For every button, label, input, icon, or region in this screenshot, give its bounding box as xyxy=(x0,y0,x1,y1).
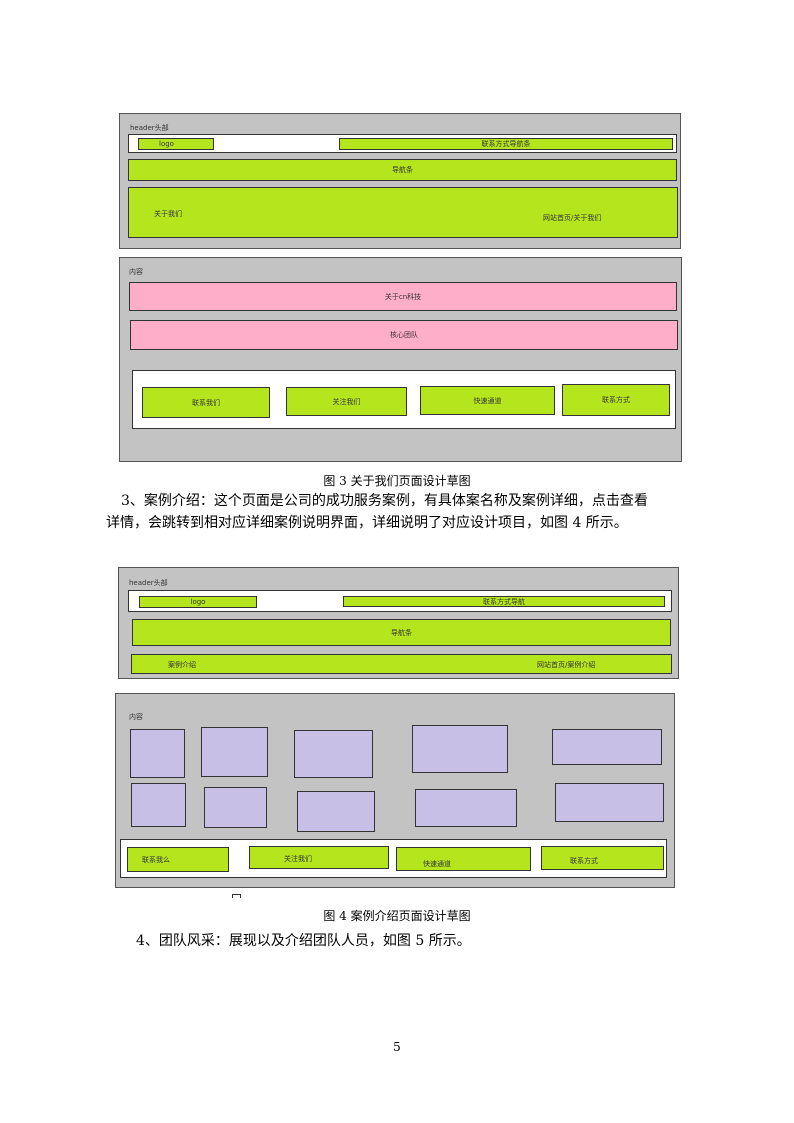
case-thumbnail[interactable] xyxy=(412,725,508,773)
case-thumbnail[interactable] xyxy=(294,730,373,778)
fig3-navbar: 导航条 xyxy=(128,159,677,181)
fig3-banner-left: 关于我们 xyxy=(154,210,182,218)
fig4-footer-item: 快速通道 xyxy=(396,847,531,871)
fig3-contact-nav: 联系方式导航条 xyxy=(339,138,673,150)
fig4-footer-item-label: 联系我么 xyxy=(142,856,170,864)
case-thumbnail[interactable] xyxy=(415,789,517,827)
fig3-footer-item: 联系我们 xyxy=(142,387,270,418)
fig4-caption: 图 4 案例介绍页面设计草图 xyxy=(323,909,471,923)
fig3-footer-item-label: 关注我们 xyxy=(332,397,361,406)
fig3-caption: 图 3 关于我们页面设计草图 xyxy=(323,474,471,488)
fig4-contact-nav: 联系方式导航 xyxy=(343,596,665,607)
fig3-navbar-label: 导航条 xyxy=(392,166,413,174)
fig4-header-label: header头部 xyxy=(129,579,168,587)
fig4-footer-item-label: 快速通道 xyxy=(423,860,451,868)
fig4-navbar-label: 导航条 xyxy=(391,628,412,637)
fig4-footer-item: 联系方式 xyxy=(541,846,664,870)
fig4-logo-label: logo xyxy=(190,598,206,606)
fig3-footer-item-label: 联系方式 xyxy=(602,396,630,404)
fig3-header-label: header头部 xyxy=(130,124,169,132)
case-thumbnail[interactable] xyxy=(555,783,664,822)
fig3-footer-item: 联系方式 xyxy=(562,384,670,416)
case-thumbnail[interactable] xyxy=(204,787,267,828)
fig4-navbar: 导航条 xyxy=(132,619,671,646)
fig3-core-team-label: 核心团队 xyxy=(390,331,418,339)
paragraph-4-line-1: 4、团队风采：展现以及介绍团队人员，如图 5 所示。 xyxy=(136,933,471,949)
fig3-footer-item: 关注我们 xyxy=(286,387,407,416)
fig3-footer-item-label: 快速通道 xyxy=(473,396,502,405)
stray-mark xyxy=(232,894,241,898)
fig3-core-team: 核心团队 xyxy=(130,320,678,350)
fig4-banner-left: 案例介绍 xyxy=(168,661,196,669)
paragraph-3-line-2: 详情，会跳转到相对应详细案例说明界面，详细说明了对应设计项目，如图 4 所示。 xyxy=(106,515,628,531)
page-number: 5 xyxy=(393,1040,401,1054)
fig3-logo-label: logo xyxy=(159,140,174,148)
fig4-logo-box: logo xyxy=(139,596,257,608)
paragraph-3-line-1: 3、案例介绍：这个页面是公司的成功服务案例，有具体案名称及案例详细，点击查看 xyxy=(121,493,648,509)
fig4-footer-item: 联系我么 xyxy=(127,847,229,872)
case-thumbnail[interactable] xyxy=(201,727,268,777)
fig4-footer-item-label: 关注我们 xyxy=(284,855,312,863)
fig4-footer-item: 关注我们 xyxy=(249,846,389,869)
case-thumbnail[interactable] xyxy=(297,791,375,832)
fig3-about-company-label: 关于cn科技 xyxy=(384,292,422,301)
fig3-banner: 关于我们 网站首页/关于我们 xyxy=(128,187,678,238)
fig3-footer-item-label: 联系我们 xyxy=(192,398,220,407)
fig4-footer-item-label: 联系方式 xyxy=(570,857,598,865)
case-thumbnail[interactable] xyxy=(130,729,185,778)
fig3-banner-right: 网站首页/关于我们 xyxy=(543,214,602,222)
case-thumbnail[interactable] xyxy=(552,729,662,765)
fig4-banner-right: 网站首页/案例介绍 xyxy=(537,661,596,669)
fig3-footer-item: 快速通道 xyxy=(420,386,555,415)
fig3-about-company: 关于cn科技 xyxy=(129,282,677,311)
fig4-banner: 案例介绍 网站首页/案例介绍 xyxy=(131,654,672,674)
fig4-content-label: 内容 xyxy=(129,713,143,721)
fig3-content-label: 内容 xyxy=(129,268,143,276)
fig4-contact-nav-label: 联系方式导航 xyxy=(483,597,525,606)
fig3-contact-nav-label: 联系方式导航条 xyxy=(481,140,531,148)
fig3-logo-box: logo xyxy=(138,138,214,150)
case-thumbnail[interactable] xyxy=(131,783,186,827)
